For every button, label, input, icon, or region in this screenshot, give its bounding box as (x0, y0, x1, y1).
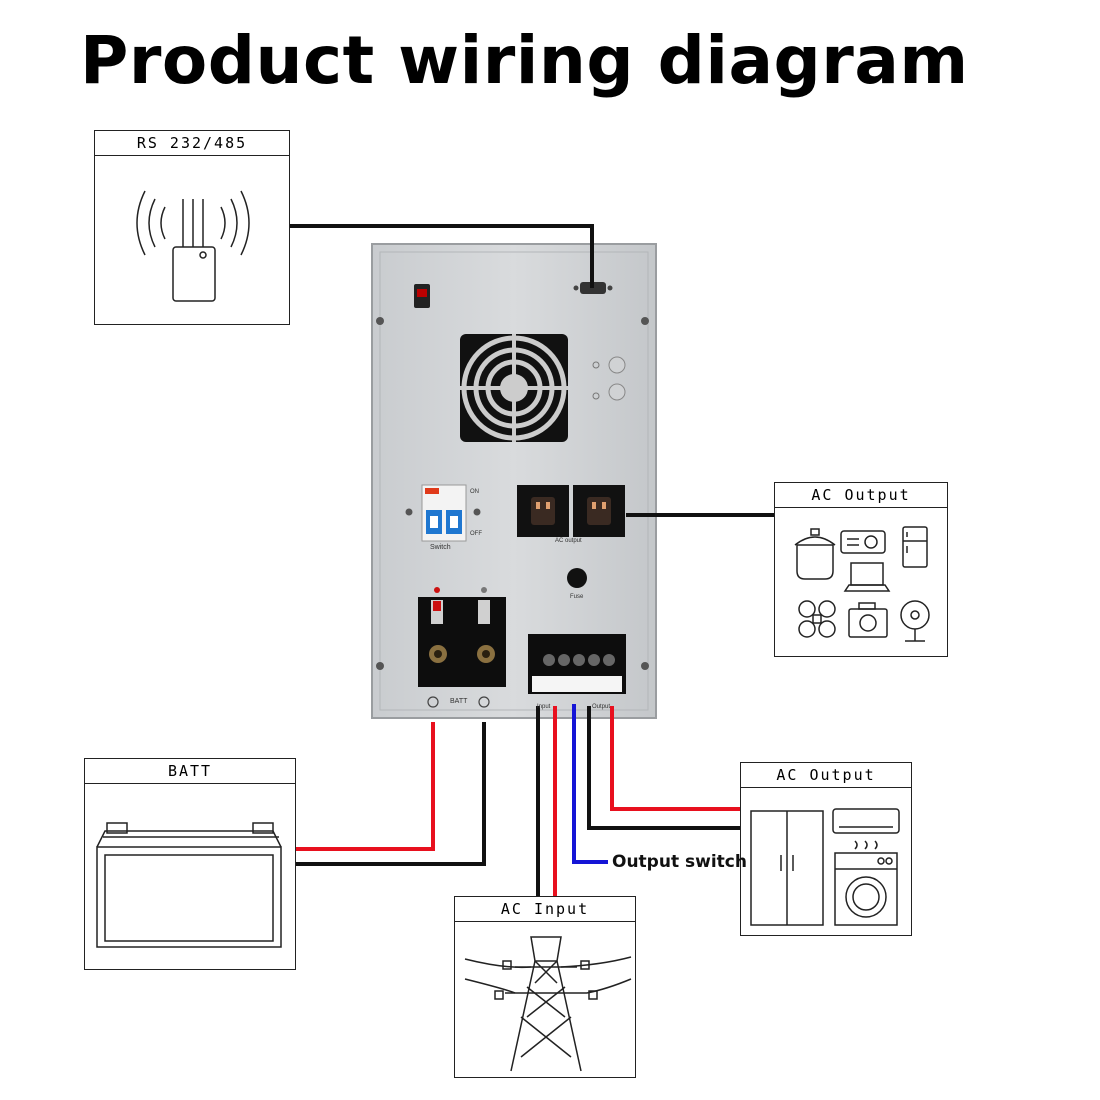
ac-output-bottom-title: AC Output (741, 763, 911, 788)
fuse-label: Fuse (570, 594, 584, 600)
batt-terminal-label: BATT (450, 698, 468, 705)
battery-title: BATT (85, 759, 295, 784)
switch-label: Switch (430, 544, 451, 551)
rs232-wire (290, 224, 594, 288)
page-title: Product wiring diagram (80, 22, 969, 99)
ac-output-bottom-black-wire (587, 706, 740, 830)
power-tower-icon (464, 936, 632, 1072)
rs232-485-title: RS 232/485 (95, 131, 289, 156)
battery-icon (96, 822, 282, 948)
ac-outlets (517, 485, 625, 537)
output-switch-label: Output switch (612, 852, 747, 872)
off-label: OFF (470, 531, 482, 537)
ac-output-bottom-red-wire (610, 706, 740, 811)
ac-input-box: AC Input (454, 896, 636, 1078)
ac-output-socket-label: AC output (555, 538, 582, 544)
battery-negative-wire (296, 722, 486, 866)
wires (290, 224, 774, 896)
ac-input-title: AC Input (455, 897, 635, 922)
output-switch-wire (572, 704, 608, 864)
circuit-breaker (421, 484, 467, 542)
fan-grille (460, 334, 568, 442)
battery-terminal-block (418, 597, 506, 687)
ac-terminal-block (528, 634, 626, 694)
ac-output-top-box: AC Output (774, 482, 948, 657)
wireless-module-icon (136, 190, 250, 302)
input-label: Input (537, 704, 551, 710)
on-label: ON (470, 489, 479, 495)
output-label: Output (592, 704, 611, 710)
ac-output-top-title: AC Output (775, 483, 947, 508)
battery-positive-wire (296, 722, 435, 851)
fuse-holder (567, 568, 587, 588)
appliance-icons (794, 526, 930, 642)
rs232-485-box: RS 232/485 (94, 130, 290, 325)
ac-output-bottom-box: AC Output (740, 762, 912, 936)
battery-box: BATT (84, 758, 296, 970)
home-appliance-icons (750, 808, 900, 926)
